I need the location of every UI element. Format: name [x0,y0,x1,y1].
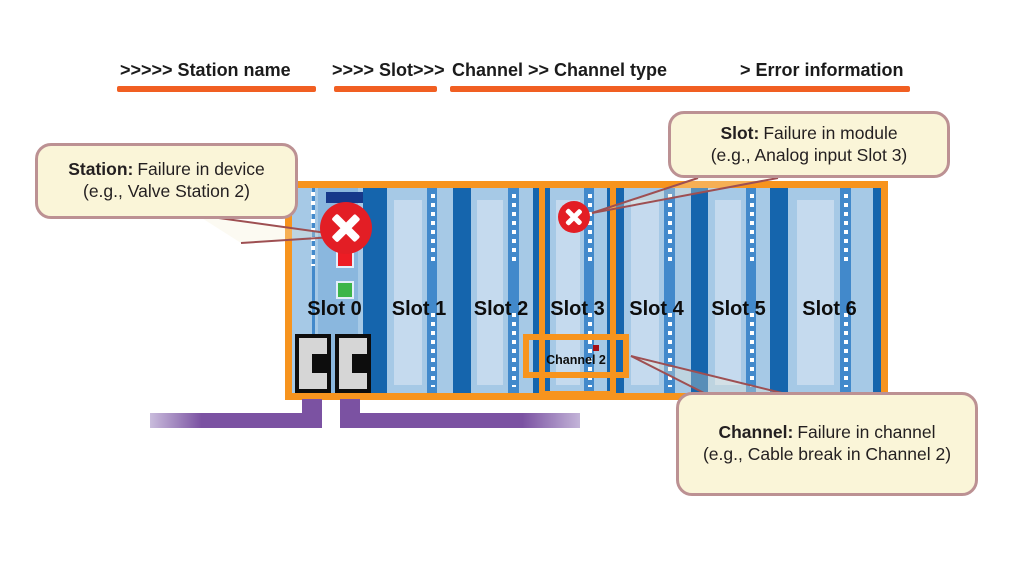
legend-error-information: > Error information [740,60,904,80]
legend-slot: >>>> Slot>>> [332,60,445,80]
terminal-dots [587,313,592,387]
channel-highlight-box [523,334,629,378]
terminal-dots [430,313,435,387]
callout-line-1: Slot:Failure in module [671,123,947,145]
module-edge [614,188,625,393]
slot-label: Slot 1 [391,298,447,320]
underline-channel-error [450,86,910,92]
terminal-dots [430,194,435,264]
connector-notch [351,353,367,374]
callout-line-2: (e.g., Analog input Slot 3) [710,144,908,165]
channel-error-dot [593,345,599,351]
module-edge [699,188,709,393]
bus-line-left [150,413,322,428]
module-edge [541,188,550,393]
callout-lead: Station: [68,159,134,180]
slot-label: Slot 4 [629,298,684,320]
terminal-dots [668,313,673,387]
slot-label: Slot 6 [802,298,857,320]
bus-line-right [340,413,580,428]
terminal-dots [512,194,517,264]
module-slot-5: Slot 5 [699,188,778,393]
slot-label: Slot 0 [307,298,362,320]
module-edge [770,188,778,393]
callout-text: Failure in module [763,122,898,143]
terminal-strip [508,188,519,393]
module-edge [872,188,881,393]
terminal-dots [668,194,673,264]
module-panel [393,200,422,385]
slot-label: Slot 5 [711,298,766,320]
module-edge [778,188,789,393]
terminal-dots [587,194,592,264]
terminal-dots [844,194,849,264]
module-edge [533,188,541,393]
station-callout: Station:Failure in device (e.g., Valve S… [35,143,298,219]
callout-lead: Channel: [718,422,794,443]
module-edge [690,188,699,393]
module-edge [377,188,388,393]
module-edge [461,188,471,393]
callout-line-1: Station:Failure in device [38,159,295,181]
module-slot-2: Slot 2 [461,188,541,393]
terminal-dots [749,194,754,264]
module-rail [312,188,315,393]
module-panel [477,200,504,385]
terminal-dots [512,313,517,387]
legend-station-name: >>>>> Station name [120,60,291,80]
callout-line-2: (e.g., Valve Station 2) [83,181,250,201]
callout-line-1: Channel:Failure in channel [679,422,975,444]
display-bar [326,192,378,203]
terminal-dots [749,313,754,387]
connector-notch [311,353,327,374]
module-panel [631,200,660,385]
slot3-highlight-box [539,182,616,397]
bus-connector-right [335,334,371,393]
terminal-strip [584,188,594,393]
module-slot-4: Slot 4 [614,188,699,393]
terminal-strip [426,188,438,393]
callout-lead: Slot: [720,122,760,143]
bus-connector-left [295,334,331,393]
slot-label: Slot 3 [550,298,605,320]
module-panel [796,200,834,385]
station-rack: Slot 0 Slot 1 [285,181,888,400]
module-edge [452,188,461,393]
callout-line-2: (e.g., Cable break in Channel 2) [702,444,952,464]
module-panel [714,200,741,385]
callout-text: Failure in channel [797,422,936,443]
status-led-green [336,281,354,299]
legend-channel-type: Channel >> Channel type [452,60,668,80]
underline-station [117,86,316,92]
terminal-dots [311,192,315,266]
terminal-dots [844,313,849,387]
module-slot-6: Slot 6 [778,188,881,393]
channel-callout: Channel:Failure in channel (e.g., Cable … [676,392,978,496]
underline-slot [334,86,437,92]
module-slot-1: Slot 1 [377,188,461,393]
slot-callout: Slot:Failure in module (e.g., Analog inp… [668,111,950,178]
terminal-strip [664,188,676,393]
slot-label: Slot 2 [473,298,529,320]
module-slot-0: Slot 0 [292,188,378,393]
terminal-strip [745,188,756,393]
error-x-icon [320,202,372,254]
channel-label: Channel 2 [546,353,606,367]
terminal-strip [839,188,852,393]
error-x-icon [558,201,590,233]
callout-text: Failure in device [137,159,265,180]
